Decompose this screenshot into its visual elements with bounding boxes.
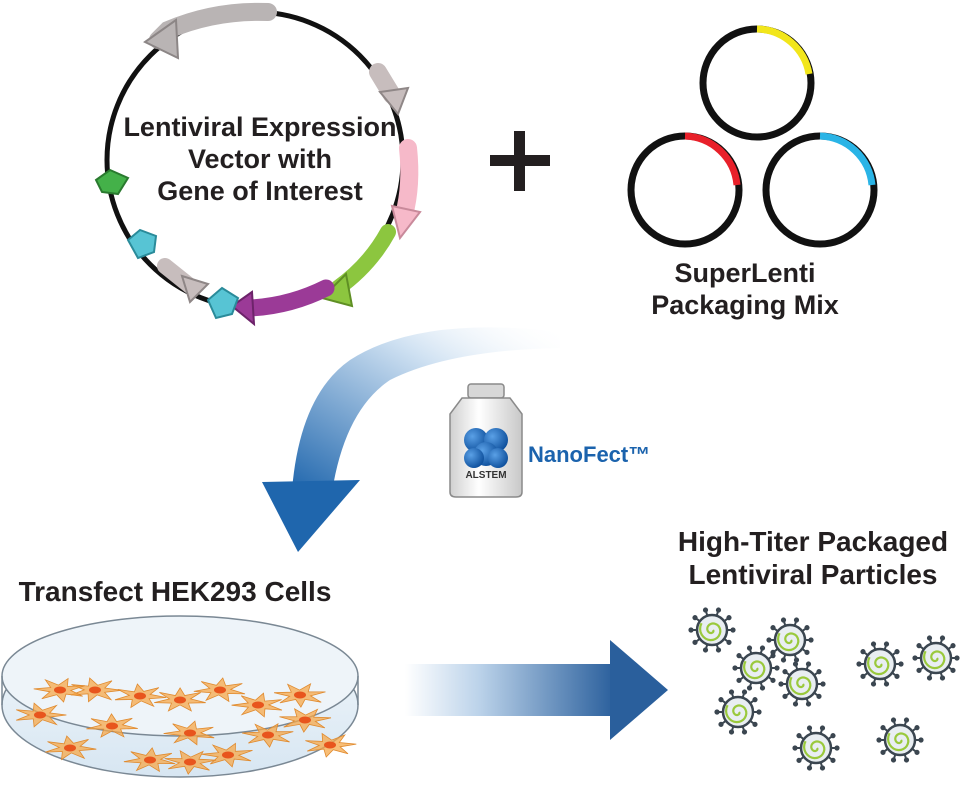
hek293-cell <box>305 732 357 758</box>
virus-particle-icon <box>714 689 762 735</box>
virus-particle-icon <box>732 645 780 691</box>
vector-gene-segment-purple <box>241 279 335 317</box>
vector-label-line-1: Lentiviral Expression <box>123 112 397 142</box>
petri-dish-icon <box>1 615 359 778</box>
bottle-brand-label: ALSTEM <box>465 470 507 481</box>
virus-particle-icon <box>778 661 826 707</box>
packaging-plasmid-blue <box>762 132 878 248</box>
packaging-label-line-1: SuperLenti <box>674 258 816 288</box>
virus-particle-icon <box>856 641 904 687</box>
bottle-icon <box>449 383 523 498</box>
vector-arrowhead-top <box>143 18 180 60</box>
nanofect-label: NanoFect™ <box>528 442 651 467</box>
hek293-cell <box>86 713 138 738</box>
vector-label-line-3: Gene of Interest <box>157 175 363 206</box>
virus-particle-icon <box>912 635 960 681</box>
lentiviral-particles <box>688 607 960 771</box>
hek293-cell <box>231 692 283 718</box>
packaging-mix-label: SuperLenti Packaging Mix <box>615 258 875 322</box>
vector-label: Lentiviral Expression Vector with Gene o… <box>100 112 420 208</box>
hek293-cell <box>123 747 176 773</box>
packaging-label-line-2: Packaging Mix <box>651 289 839 320</box>
right-arrow-icon <box>405 640 668 740</box>
virus-particle-icon <box>792 725 840 771</box>
transfect-step-label: Transfect HEK293 Cells <box>18 576 332 607</box>
hek293-cell <box>279 708 332 733</box>
particles-label-line-1: High-Titer Packaged <box>677 526 949 557</box>
vector-marker-cyan-left <box>126 228 158 260</box>
hek293-cell <box>193 677 246 703</box>
particles-label-line-2: Lentiviral Particles <box>688 559 938 591</box>
virus-particle-icon <box>688 607 736 653</box>
packaging-plasmid-yellow <box>699 25 815 141</box>
curved-arrow-icon <box>262 327 560 552</box>
hek293-cells <box>16 677 357 775</box>
particles-label: High-Titer Packaged Lentiviral Particles <box>660 525 966 591</box>
hek293-cell <box>114 683 167 709</box>
hek293-cell <box>201 742 253 768</box>
packaging-plasmid-red <box>627 132 743 248</box>
packaging-plasmids <box>627 25 878 248</box>
virus-particle-icon <box>766 617 814 663</box>
plus-icon <box>490 131 550 191</box>
hek293-cell <box>164 749 217 775</box>
hek293-cell <box>70 677 122 703</box>
hek293-cell <box>154 687 206 712</box>
hek293-cell <box>33 677 85 703</box>
vector-marker-cyan-bottom <box>206 286 240 320</box>
hek293-cell <box>163 720 215 746</box>
vector-marker-green-left <box>94 168 130 196</box>
hek293-cell <box>16 702 67 728</box>
expression-vector-plasmid <box>94 2 422 327</box>
virus-particle-icon <box>876 717 924 763</box>
hek293-cell <box>274 683 326 708</box>
hek293-cell <box>241 722 294 748</box>
vector-label-line-2: Vector with <box>187 143 333 174</box>
hek293-cell <box>45 735 97 761</box>
